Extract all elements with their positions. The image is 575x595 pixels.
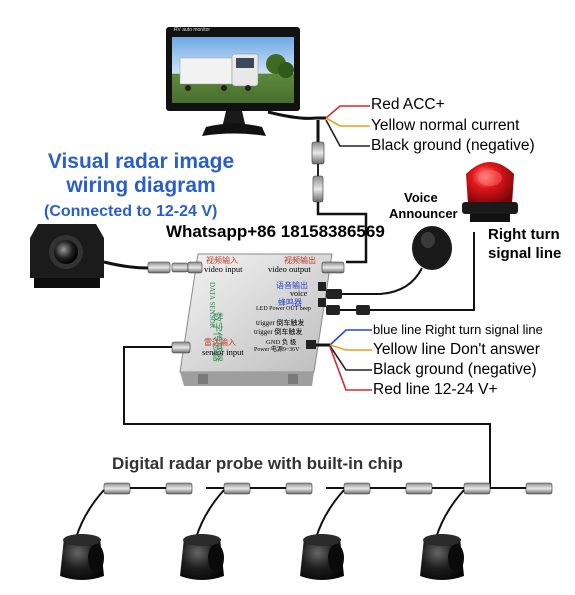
camera-lens	[54, 240, 78, 264]
box-trigger2: trigger 倒车触发	[254, 328, 303, 336]
signal-label-line1: Right turn	[488, 226, 560, 243]
probe-caption: Digital radar probe with built-in chip	[112, 454, 403, 473]
probe-drop-cable	[435, 489, 465, 539]
box-wire-blue: blue line Right turn signal line	[373, 322, 543, 337]
box-trigger1: trigger 倒车触发	[256, 319, 305, 327]
probe-drop-cable	[315, 489, 345, 539]
screen-truck-windshield	[236, 58, 254, 68]
monitor-wire-bundle	[316, 105, 370, 147]
radar-probe-cap	[63, 534, 101, 546]
probe-connector-male	[343, 482, 371, 495]
box-wire-black: Black ground (negative)	[373, 361, 537, 378]
probe-connector-female	[525, 482, 553, 495]
box-power: Power 电源9~36V	[254, 347, 300, 353]
box-brand-en: DATA SENSOR	[208, 282, 216, 329]
probe-connector-male	[103, 482, 131, 495]
monitor-cable-connector	[311, 120, 368, 264]
box-video-output-en: video output	[268, 264, 311, 274]
box-video-input-en: video input	[204, 264, 243, 274]
monitor-wire-yellow: Yellow normal current	[371, 117, 520, 134]
radar-probe-cap	[303, 534, 341, 546]
box-voice-en: voice	[290, 289, 308, 298]
probe-connector-male	[463, 482, 491, 495]
data-sensor-box	[171, 253, 345, 386]
beep-connector	[326, 232, 475, 315]
probe-chain	[75, 482, 553, 539]
box-video-input-cn: 视频输入	[206, 256, 238, 265]
probe-group	[60, 534, 464, 580]
probe-connector-female	[405, 482, 433, 495]
probe-drop-cable	[75, 489, 105, 539]
camera	[30, 224, 189, 288]
box-beep-en: LED Power OUT beep	[256, 306, 312, 312]
screen-truck-trailer	[179, 57, 233, 85]
watermark: Whatsapp+86 18158386569	[166, 222, 385, 241]
camera-bracket	[34, 278, 100, 288]
voice-label-line2: Announcer	[389, 206, 458, 221]
radar-probe-face	[88, 544, 104, 572]
monitor-stand-base	[202, 123, 266, 136]
signal-label-line2: signal line	[488, 245, 562, 262]
box-wire-bundle	[316, 329, 372, 391]
monitor-wire-black: Black ground (negative)	[371, 137, 535, 154]
voice-label-line1: Voice	[404, 190, 438, 205]
box-beep-cn: 蜂鸣器	[278, 298, 302, 307]
diagram-subtitle: (Connected to 12-24 V)	[44, 203, 218, 220]
probe-connector-female	[165, 482, 193, 495]
box-radar-cn: 雷达输入	[204, 338, 236, 347]
diagram-title-line1: Visual radar image	[47, 150, 235, 173]
diagram-title-line2: wiring diagram	[66, 174, 216, 197]
voice-announcer	[326, 226, 452, 299]
box-video-output-cn: 视频输出	[284, 256, 316, 265]
radar-probe-cap	[423, 534, 461, 546]
monitor-brand: RV auto monitor	[174, 27, 211, 33]
monitor	[166, 27, 317, 136]
box-voice-cn: 语音输出	[276, 281, 308, 290]
probe-connector-male	[223, 482, 251, 495]
radar-probe-face	[328, 544, 344, 572]
box-wire-yellow: Yellow line Don't answer	[373, 341, 540, 358]
radar-probe-face	[208, 544, 224, 572]
radar-probe-face	[448, 544, 464, 572]
box-wire-red: Red line 12-24 V+	[373, 381, 498, 398]
radar-probe-cap	[183, 534, 221, 546]
signal-beacon	[462, 162, 518, 222]
box-gnd: GND 负 极	[266, 339, 297, 346]
probe-connector-female	[285, 482, 313, 495]
box-radar-en: seneor input	[202, 347, 244, 357]
probe-drop-cable	[195, 489, 225, 539]
monitor-wire-red: Red ACC+	[371, 96, 445, 113]
